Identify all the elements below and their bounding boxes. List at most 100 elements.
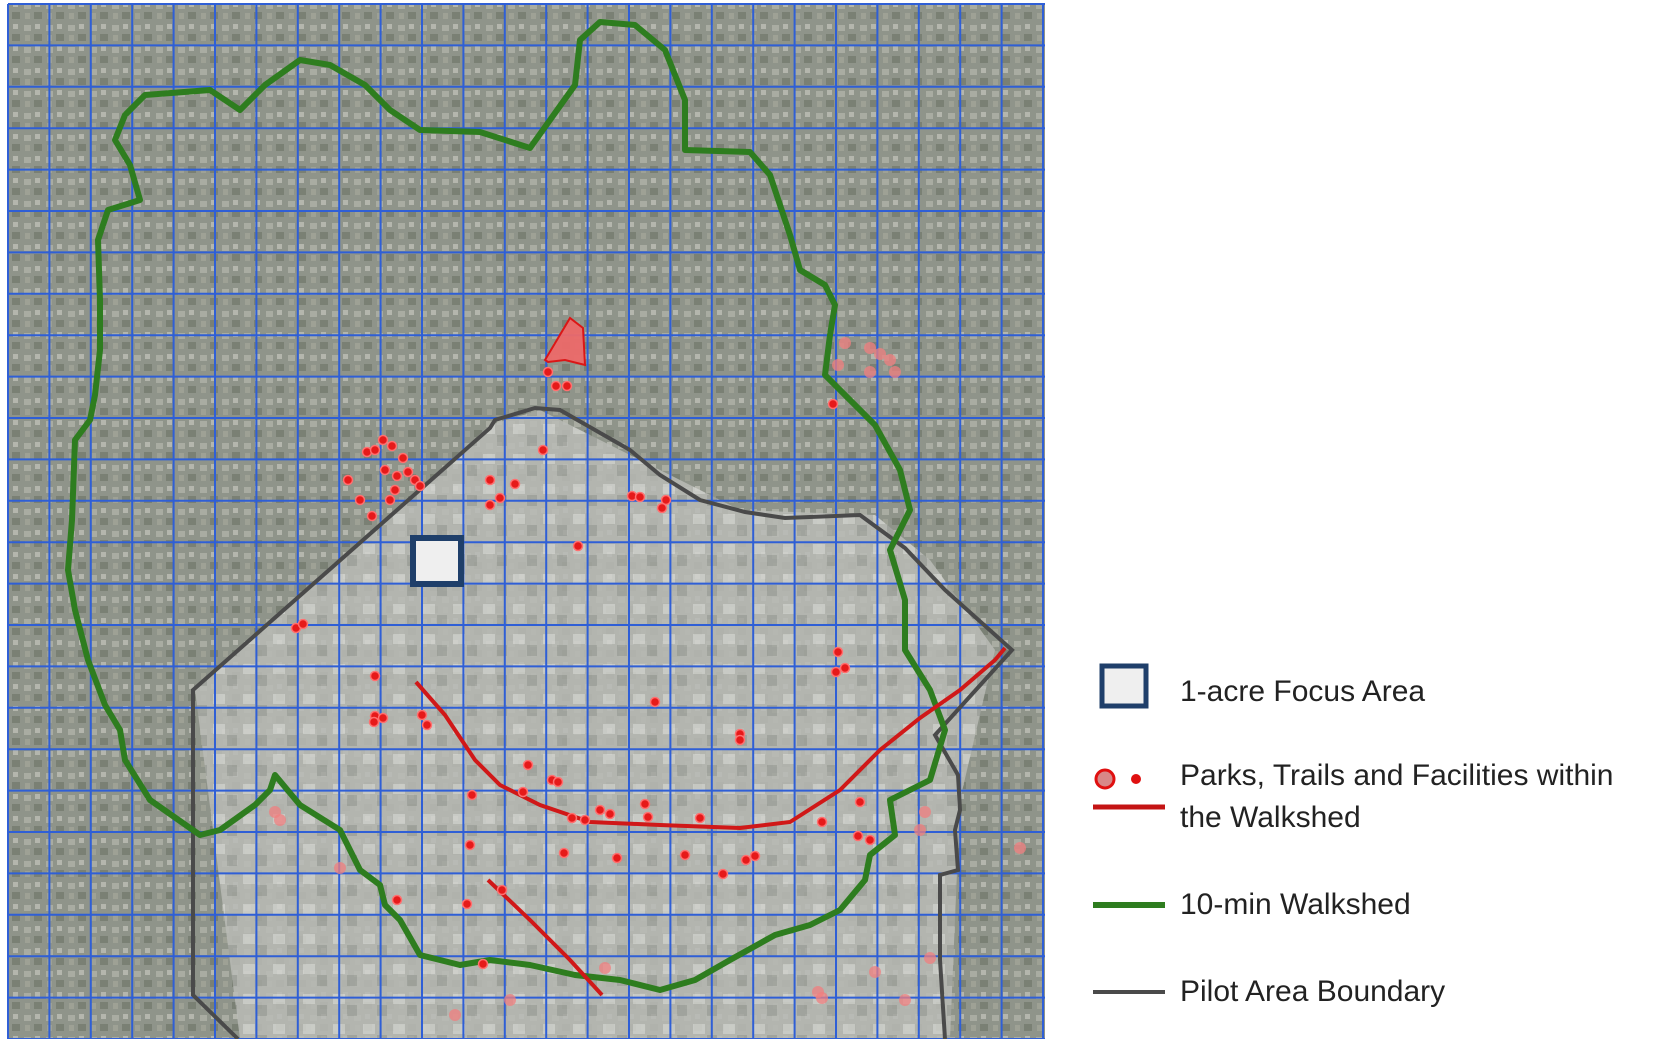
- facility-point: [421, 719, 433, 731]
- facility-point: [377, 434, 389, 446]
- facility-point: [854, 796, 866, 808]
- facility-point-outside: [864, 366, 876, 378]
- facility-point-outside: [816, 992, 828, 1004]
- legend-boundary-label: Pilot Area Boundary: [1180, 975, 1446, 1008]
- parks-swatch-icon: [1093, 768, 1165, 810]
- facility-point: [749, 850, 761, 862]
- facility-point-outside: [914, 824, 926, 836]
- facility-point-outside: [864, 342, 876, 354]
- facility-point: [391, 470, 403, 482]
- facility-point: [864, 834, 876, 846]
- facility-point-outside: [869, 966, 881, 978]
- focus-area-marker[interactable]: [410, 535, 464, 587]
- focus-area-swatch-icon: [1099, 663, 1149, 709]
- facility-point-outside: [919, 806, 931, 818]
- facility-point: [550, 380, 562, 392]
- facility-point-outside: [899, 994, 911, 1006]
- facility-point: [369, 670, 381, 682]
- facility-point: [464, 839, 476, 851]
- facility-point: [542, 366, 554, 378]
- facility-point: [611, 852, 623, 864]
- facility-point: [740, 854, 752, 866]
- facility-point: [839, 662, 851, 674]
- walkshed-boundary: [65, 19, 948, 993]
- facility-point: [384, 494, 396, 506]
- facility-point: [694, 812, 706, 824]
- legend-focus-area: 1-acre Focus Area: [1085, 655, 1655, 715]
- analysis-grid: [7, 3, 1045, 1039]
- facility-point: [416, 709, 428, 721]
- facility-point: [389, 484, 401, 496]
- facility-point-outside: [889, 366, 901, 378]
- facility-point: [366, 510, 378, 522]
- facility-point: [660, 494, 672, 506]
- facility-point: [679, 849, 691, 861]
- facility-point: [354, 494, 366, 506]
- facility-point: [561, 380, 573, 392]
- facility-point: [484, 499, 496, 511]
- facility-point: [604, 808, 616, 820]
- facility-point-outside: [874, 348, 886, 360]
- facility-point: [816, 816, 828, 828]
- facility-point: [391, 894, 403, 906]
- facility-point: [517, 786, 529, 798]
- facility-point: [579, 814, 591, 826]
- facility-point: [830, 666, 842, 678]
- facility-point: [639, 798, 651, 810]
- facility-point: [477, 958, 489, 970]
- facility-point: [717, 868, 729, 880]
- facility-point: [509, 478, 521, 490]
- facility-point: [494, 492, 506, 504]
- legend-walkshed: 10-min Walkshed: [1085, 880, 1655, 930]
- legend-parks-label-line2: the Walkshed: [1180, 801, 1361, 834]
- facility-point-outside: [884, 354, 896, 366]
- facility-point: [379, 464, 391, 476]
- facility-point: [522, 759, 534, 771]
- facility-point: [297, 618, 309, 630]
- facility-point: [656, 502, 668, 514]
- facility-point: [414, 480, 426, 492]
- facility-point-outside: [504, 994, 516, 1006]
- facility-point: [852, 830, 864, 842]
- facility-point: [649, 696, 661, 708]
- facility-point: [368, 716, 380, 728]
- park-polygon: [543, 316, 587, 367]
- legend-parks-label-line1: Parks, Trails and Facilities within: [1180, 759, 1614, 792]
- facility-point: [461, 898, 473, 910]
- walkshed-swatch-icon: [1093, 902, 1165, 908]
- facility-point-outside: [274, 814, 286, 826]
- trail-main: [414, 646, 1007, 831]
- facility-point: [377, 712, 389, 724]
- facility-point: [642, 811, 654, 823]
- boundary-swatch-icon: [1093, 990, 1165, 994]
- facility-point: [484, 474, 496, 486]
- facility-point: [397, 452, 409, 464]
- facility-point: [496, 884, 508, 896]
- map[interactable]: [0, 0, 1060, 1039]
- facility-point: [466, 789, 478, 801]
- facility-points: [269, 337, 1026, 1021]
- facility-point: [832, 646, 844, 658]
- legend-parks: Parks, Trails and Facilities within the …: [1085, 755, 1655, 855]
- facility-point: [827, 398, 839, 410]
- facility-point-outside: [832, 359, 844, 371]
- facility-point-outside: [599, 962, 611, 974]
- facility-point: [537, 444, 549, 456]
- facility-point-outside: [334, 862, 346, 874]
- facility-point: [734, 734, 746, 746]
- facility-point: [342, 474, 354, 486]
- pilot-area-boundary: [191, 405, 1015, 1039]
- facility-point: [594, 804, 606, 816]
- legend-focus-area-label: 1-acre Focus Area: [1180, 675, 1426, 708]
- facility-point: [402, 466, 414, 478]
- facility-point-outside: [449, 1009, 461, 1021]
- facility-point: [552, 776, 564, 788]
- facility-point-outside: [1014, 842, 1026, 854]
- facility-point: [572, 540, 584, 552]
- facility-point: [558, 847, 570, 859]
- facility-point: [369, 444, 381, 456]
- facility-point: [386, 440, 398, 452]
- trail-south: [486, 878, 604, 997]
- legend-walkshed-label: 10-min Walkshed: [1180, 888, 1411, 921]
- facility-point-outside: [924, 952, 936, 964]
